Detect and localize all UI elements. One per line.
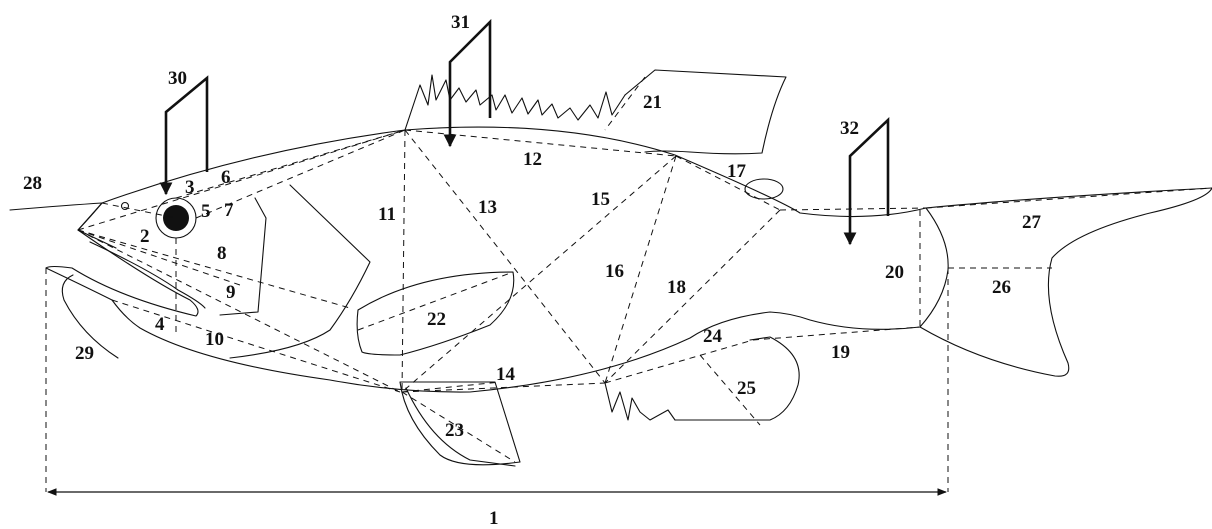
label-18: 18 [667, 277, 686, 298]
soft-dorsal-fin [624, 69, 787, 155]
section-arrow-32 [843, 116, 890, 246]
label-1: 1 [489, 508, 499, 529]
label-22: 22 [427, 309, 446, 330]
label-26: 26 [992, 277, 1011, 298]
measurement-lines [45, 76, 1212, 492]
body-dorsal-outline [77, 126, 1212, 231]
label-24: 24 [703, 326, 723, 347]
adipose-fin [744, 178, 784, 200]
label-29: 29 [75, 343, 94, 364]
label-32: 32 [840, 118, 859, 139]
spiny-dorsal-fin [404, 74, 626, 131]
number-labels: 1 2 3 4 5 6 7 8 9 10 11 12 13 14 15 16 1… [23, 12, 1042, 529]
label-30: 30 [168, 68, 187, 89]
label-15: 15 [591, 189, 610, 210]
label-31: 31 [451, 12, 470, 33]
label-14: 14 [496, 364, 516, 385]
tail-fin-outline [919, 187, 1212, 377]
label-23: 23 [445, 420, 464, 441]
opercle-edge [229, 184, 371, 359]
label-21: 21 [643, 92, 662, 113]
label-5: 5 [201, 201, 211, 222]
pelvic-fin-inner [405, 387, 516, 467]
nostril [120, 201, 130, 211]
label-27: 27 [1022, 212, 1042, 233]
label-7: 7 [224, 200, 234, 221]
section-arrow-30 [159, 75, 209, 196]
eye-pupil [163, 205, 189, 231]
label-28: 28 [23, 173, 42, 194]
label-2: 2 [140, 226, 150, 247]
label-25: 25 [737, 378, 756, 399]
section-arrow-31 [443, 18, 492, 148]
lower-jaw [45, 229, 199, 317]
label-4: 4 [155, 314, 165, 335]
label-12: 12 [523, 149, 542, 170]
body-ventral-outline [111, 299, 921, 393]
label-3: 3 [185, 177, 195, 198]
label-10: 10 [205, 329, 224, 350]
preopercle-edge [219, 197, 267, 316]
label-19: 19 [831, 342, 850, 363]
barbel-28 [9, 202, 103, 211]
label-8: 8 [217, 243, 227, 264]
anal-fin-spines [604, 382, 676, 421]
label-17: 17 [727, 161, 747, 182]
label-16: 16 [605, 261, 624, 282]
pelvic-fin [399, 381, 521, 466]
label-6: 6 [221, 167, 231, 188]
maxilla [89, 241, 206, 309]
label-9: 9 [226, 282, 236, 303]
label-11: 11 [378, 204, 396, 225]
label-13: 13 [478, 197, 497, 218]
anal-fin [674, 336, 800, 421]
label-20: 20 [885, 262, 904, 283]
pectoral-fin [356, 271, 515, 356]
caudal-peduncle-edge [919, 207, 949, 328]
barbel-29 [61, 274, 119, 359]
